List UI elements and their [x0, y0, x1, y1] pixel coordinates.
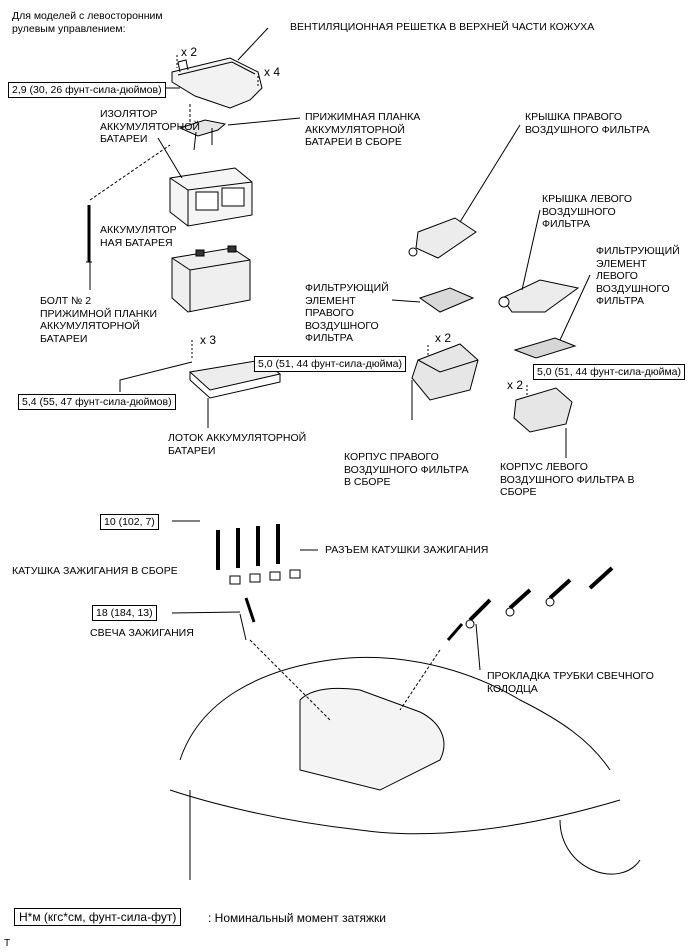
torque-right-filter: 5,0 (51, 44 фунт-сила-дюйма) [254, 356, 406, 372]
torque-left-filter: 5,0 (51, 44 фунт-сила-дюйма) [533, 364, 685, 380]
label-battery-insulator: ИЗОЛЯТОР АККУМУЛЯТОРНОЙ БАТАРЕИ [100, 108, 200, 145]
battery-clamp-drawing [178, 119, 227, 151]
car-hood-drawing [169, 639, 641, 880]
battery-drawing [171, 245, 251, 313]
label-coil-assembly: КАТУШКА ЗАЖИГАНИЯ В СБОРЕ [12, 565, 178, 577]
label-clamp-assembly: ПРИЖИМНАЯ ПЛАНКА АККУМУЛЯТОРНОЙ БАТАРЕИ … [305, 111, 421, 148]
label-bolt-no2: БОЛТ № 2 ПРИЖИМНОЙ ПЛАНКИ АККУМУЛЯТОРНОЙ… [40, 295, 157, 345]
left-filter-case-drawing [513, 387, 573, 433]
label-right-filter-element: ФИЛЬТРУЮЩИЙ ЭЛЕМЕНТ ПРАВОГО ВОЗДУШНОГО Ф… [305, 282, 389, 344]
label-battery-tray: ЛОТОК АККУМУЛЯТОРНОЙ БАТАРЕИ [168, 432, 307, 457]
label-right-filter-cover: КРЫШКА ПРАВОГО ВОЗДУШНОГО ФИЛЬТРА [525, 111, 650, 136]
qty-left-filter: x 2 [507, 378, 524, 392]
left-filter-element-drawing [513, 337, 577, 359]
legend-unit-box: Н*м (кгс*см, фунт-сила-фут) [14, 908, 182, 926]
torque-spark-plug: 18 (184, 13) [92, 605, 157, 621]
torque-tray: 5,4 (55, 47 фунт-сила-дюймов) [18, 394, 176, 410]
right-filter-case-drawing [411, 343, 479, 401]
torque-coil: 10 (102, 7) [100, 514, 159, 530]
label-left-filter-case: КОРПУС ЛЕВОГО ВОЗДУШНОГО ФИЛЬТРА В СБОРЕ [500, 461, 635, 498]
coil-detail-drawing [446, 566, 614, 641]
right-filter-element-drawing [418, 287, 475, 313]
spark-plug-drawing [244, 597, 256, 623]
ignition-coils-drawing [216, 524, 301, 585]
qty-grille-right: x 4 [264, 65, 281, 79]
label-spark-plug: СВЕЧА ЗАЖИГАНИЯ [90, 627, 194, 639]
label-coil-connector: РАЗЪЕМ КАТУШКИ ЗАЖИГАНИЯ [325, 544, 489, 556]
left-filter-cover-drawing [498, 279, 580, 313]
bolt-no2-drawing [86, 205, 92, 263]
label-left-filter-cover: КРЫШКА ЛЕВОГО ВОЗДУШНОГО ФИЛЬТРА [542, 193, 633, 230]
label-vent-grille: ВЕНТИЛЯЦИОННАЯ РЕШЕТКА В ВЕРХНЕЙ ЧАСТИ К… [290, 21, 595, 33]
header-note: Для моделей с левосторонним рулевым упра… [12, 10, 163, 35]
qty-right-filter: x 2 [435, 331, 452, 345]
right-filter-cover-drawing [408, 217, 477, 259]
battery-insulator-drawing [169, 167, 253, 227]
torque-grille: 2,9 (30, 26 фунт-сила-дюймов) [8, 82, 166, 98]
legend-meaning: : Номинальный момент затяжки [208, 911, 386, 925]
label-tube-gasket: ПРОКЛАДКА ТРУБКИ СВЕЧНОГО КОЛОДЦА [487, 670, 654, 695]
corner-mark: T [4, 938, 11, 949]
label-right-filter-case: КОРПУС ПРАВОГО ВОЗДУШНОГО ФИЛЬТРА В СБОР… [344, 451, 469, 488]
vent-grille-drawing [171, 57, 263, 109]
label-battery: АККУМУЛЯТОР НАЯ БАТАРЕЯ [100, 224, 177, 249]
qty-tray: x 3 [200, 333, 217, 347]
label-left-filter-element: ФИЛЬТРУЮЩИЙ ЭЛЕМЕНТ ЛЕВОГО ВОЗДУШНОГО ФИ… [596, 245, 680, 307]
qty-grille-left: x 2 [181, 45, 198, 59]
